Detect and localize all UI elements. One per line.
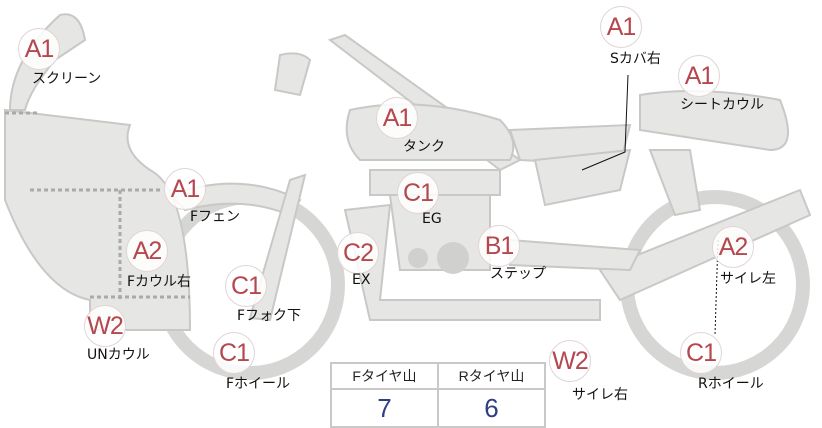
part-label: Fフェン — [190, 209, 241, 225]
damage-code-marker: A1 — [18, 28, 60, 70]
damage-code-marker: A1 — [600, 6, 642, 48]
damage-code-marker: B1 — [478, 225, 520, 267]
part-label: Fフォク下 — [237, 308, 302, 324]
part-label: タンク — [403, 139, 445, 155]
damage-code-marker: C1 — [680, 332, 722, 374]
damage-code-marker: C1 — [397, 172, 439, 214]
damage-code-marker: A1 — [678, 55, 720, 97]
part-label: Rホイール — [698, 376, 764, 392]
damage-code-marker: W2 — [84, 305, 126, 347]
part-label: Sカバ右 — [610, 51, 661, 67]
part-label: EG — [422, 211, 442, 227]
part-label: サイレ左 — [720, 271, 776, 287]
damage-code-marker: A2 — [126, 230, 168, 272]
front-tire-label: Fタイヤ山 — [330, 362, 439, 390]
damage-code-marker: A1 — [164, 168, 206, 210]
part-label: スクリーン — [32, 71, 102, 87]
part-label: ステップ — [490, 266, 546, 282]
damage-code-marker: C1 — [225, 265, 267, 307]
damage-code-marker: W2 — [549, 340, 591, 382]
damage-code-marker: C1 — [213, 332, 255, 374]
part-label: EX — [352, 272, 371, 288]
part-label: UNカウル — [87, 347, 150, 363]
damage-code-marker: A1 — [376, 97, 418, 139]
part-label: Fホイール — [226, 376, 291, 392]
damage-code-marker: A2 — [712, 226, 754, 268]
part-label: サイレ右 — [572, 387, 628, 403]
damage-code-marker: C2 — [337, 232, 379, 274]
rear-tire-label: Rタイヤ山 — [437, 362, 546, 390]
part-label: Fカウル右 — [127, 274, 192, 290]
rear-tire-value: 6 — [437, 388, 546, 428]
front-tire-value: 7 — [330, 388, 439, 428]
part-label: シートカウル — [680, 97, 764, 113]
